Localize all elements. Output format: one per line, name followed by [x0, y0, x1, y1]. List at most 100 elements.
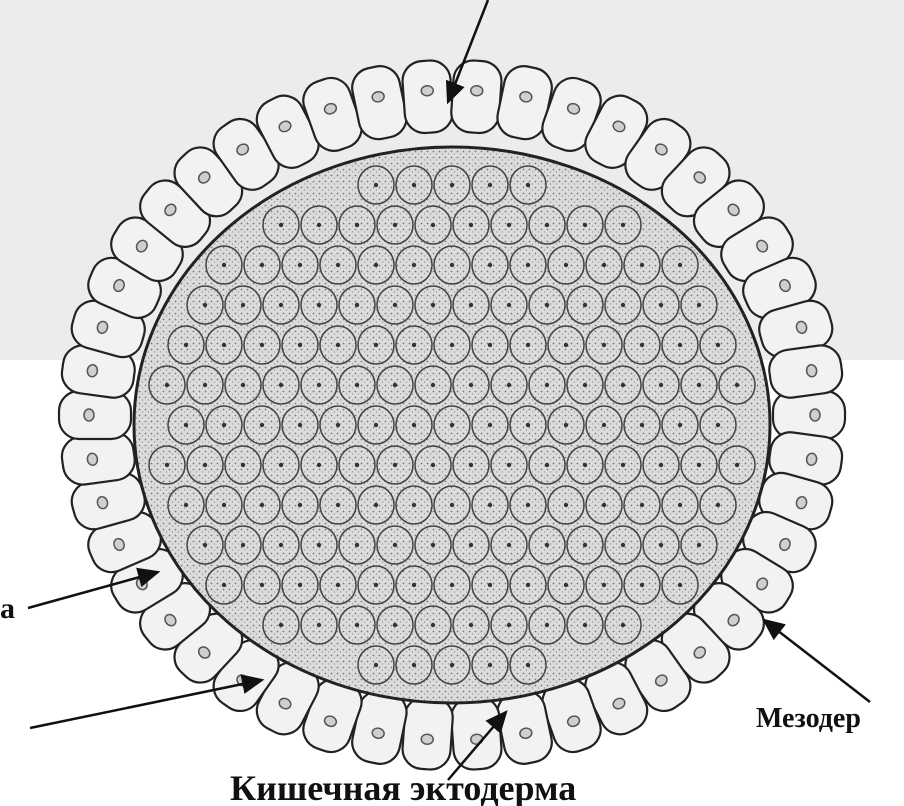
inner-cell-nucleus [640, 343, 644, 347]
inner-cell-nucleus [184, 343, 188, 347]
inner-cell-nucleus [583, 623, 587, 627]
inner-cell-nucleus [317, 383, 321, 387]
inner-cell-nucleus [279, 543, 283, 547]
inner-cell-nucleus [678, 423, 682, 427]
inner-cell-nucleus [393, 623, 397, 627]
inner-cell-nucleus [678, 583, 682, 587]
inner-cell-nucleus [184, 503, 188, 507]
inner-cell-nucleus [241, 463, 245, 467]
inner-cell-nucleus [621, 543, 625, 547]
inner-cell-nucleus [697, 543, 701, 547]
inner-cell-nucleus [336, 263, 340, 267]
inner-cell-nucleus [412, 503, 416, 507]
inner-cell-nucleus [697, 463, 701, 467]
inner-cell-nucleus [374, 263, 378, 267]
inner-cell-nucleus [640, 583, 644, 587]
inner-cell-nucleus [279, 303, 283, 307]
inner-cell-nucleus [412, 343, 416, 347]
inner-cell-nucleus [374, 503, 378, 507]
inner-cell-nucleus [716, 423, 720, 427]
inner-cell-nucleus [336, 583, 340, 587]
inner-cell-nucleus [507, 543, 511, 547]
inner-cell-nucleus [393, 383, 397, 387]
inner-cell-nucleus [469, 623, 473, 627]
inner-cell-nucleus [203, 543, 207, 547]
inner-cell-nucleus [450, 263, 454, 267]
inner-cell-nucleus [241, 383, 245, 387]
inner-cell-nucleus [298, 343, 302, 347]
inner-cell-nucleus [545, 303, 549, 307]
inner-cell-nucleus [678, 503, 682, 507]
ectoderm-cell-nucleus [810, 409, 820, 421]
ectoderm-cell [401, 696, 454, 771]
inner-cell-nucleus [488, 583, 492, 587]
inner-cell-nucleus [393, 543, 397, 547]
inner-cell-nucleus [488, 423, 492, 427]
inner-cell-nucleus [317, 303, 321, 307]
label-intestinal-ectoderm: Кишечная эктодерма [230, 768, 576, 806]
inner-cell-nucleus [621, 223, 625, 227]
inner-cell-nucleus [260, 343, 264, 347]
inner-cell-nucleus [545, 623, 549, 627]
inner-cell-nucleus [298, 263, 302, 267]
inner-cell-nucleus [260, 583, 264, 587]
inner-cell-nucleus [564, 343, 568, 347]
inner-cell-nucleus [412, 263, 416, 267]
ectoderm-cell-nucleus [84, 409, 94, 421]
inner-cell-nucleus [659, 463, 663, 467]
inner-cell-nucleus [374, 343, 378, 347]
inner-cell-nucleus [507, 223, 511, 227]
inner-cell-nucleus [165, 383, 169, 387]
inner-cell-nucleus [260, 423, 264, 427]
inner-cell-nucleus [431, 463, 435, 467]
inner-cell-nucleus [526, 263, 530, 267]
inner-cell-nucleus [298, 583, 302, 587]
inner-cell-nucleus [469, 543, 473, 547]
label-left-partial: а [0, 592, 15, 625]
inner-cell-nucleus [317, 623, 321, 627]
inner-cell-nucleus [469, 463, 473, 467]
inner-cell-nucleus [659, 303, 663, 307]
inner-cell-nucleus [735, 383, 739, 387]
inner-cell-nucleus [374, 423, 378, 427]
ectoderm-cell-nucleus [421, 734, 434, 745]
inner-cell-nucleus [697, 303, 701, 307]
inner-cell-nucleus [222, 583, 226, 587]
inner-cell-nucleus [602, 503, 606, 507]
inner-cell-nucleus [545, 223, 549, 227]
inner-cell-nucleus [431, 623, 435, 627]
inner-cell-nucleus [355, 303, 359, 307]
inner-cell-nucleus [507, 463, 511, 467]
inner-cell-nucleus [602, 343, 606, 347]
inner-cell-nucleus [659, 383, 663, 387]
inner-cell-nucleus [165, 463, 169, 467]
inner-cell-nucleus [336, 503, 340, 507]
inner-cell-nucleus [298, 423, 302, 427]
inner-cell-nucleus [678, 263, 682, 267]
inner-cell-nucleus [469, 223, 473, 227]
inner-cell-nucleus [222, 503, 226, 507]
ectoderm-cell [450, 59, 503, 134]
inner-cell-nucleus [450, 423, 454, 427]
inner-cell-nucleus [450, 583, 454, 587]
inner-cell-nucleus [393, 223, 397, 227]
inner-cell-nucleus [412, 663, 416, 667]
inner-cell-nucleus [355, 223, 359, 227]
inner-cell-nucleus [241, 543, 245, 547]
inner-cell-nucleus [583, 463, 587, 467]
ectoderm-cell-nucleus [470, 85, 483, 96]
inner-cell-nucleus [716, 343, 720, 347]
inner-cell-nucleus [203, 463, 207, 467]
inner-cell-nucleus [640, 503, 644, 507]
inner-cell-nucleus [545, 383, 549, 387]
inner-cell-nucleus [279, 623, 283, 627]
inner-cell-nucleus [697, 383, 701, 387]
inner-cell-nucleus [317, 223, 321, 227]
inner-cell-nucleus [602, 583, 606, 587]
endoderm-inner-mass [134, 147, 770, 703]
inner-cell-nucleus [355, 383, 359, 387]
inner-cell-nucleus [222, 263, 226, 267]
inner-cell-nucleus [659, 543, 663, 547]
inner-cell-nucleus [298, 503, 302, 507]
